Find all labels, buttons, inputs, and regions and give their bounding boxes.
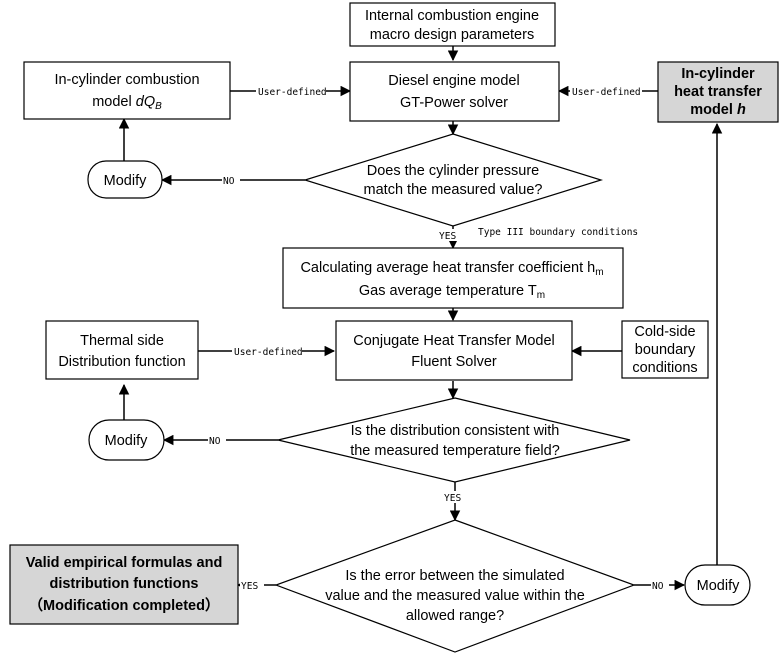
connectors xyxy=(118,46,723,591)
heat-transfer-model-line3: model h xyxy=(690,102,746,118)
node-avg-heat: Calculating average heat transfer coeffi… xyxy=(282,247,624,309)
label-no-1: NO xyxy=(223,176,235,187)
combustion-model-line1: In-cylinder combustion xyxy=(54,72,199,88)
cold-side-line1: Cold-side xyxy=(634,324,695,340)
error-decision-line2: value and the measured value within the xyxy=(325,588,585,604)
label-no-3: NO xyxy=(652,581,664,592)
valid-formulas-line2: distribution functions xyxy=(49,576,198,592)
node-error-decision: Is the error between the simulated value… xyxy=(274,519,636,653)
node-modify-1: Modify xyxy=(87,160,163,199)
modify-3-label: Modify xyxy=(697,578,740,594)
node-macro-params: Internal combustion engine macro design … xyxy=(349,2,556,47)
pressure-decision-line2: match the measured value? xyxy=(364,182,543,198)
distribution-decision-line1: Is the distribution consistent with xyxy=(351,423,560,439)
conjugate-line2: Fluent Solver xyxy=(411,354,497,370)
label-user-defined-right: User-defined xyxy=(572,87,641,98)
error-decision-line3: allowed range? xyxy=(406,608,504,624)
combustion-model-line2: model dQB xyxy=(92,94,162,112)
diesel-model-line1: Diesel engine model xyxy=(388,73,519,89)
avg-heat-line2: Gas average temperature Tm xyxy=(359,283,545,301)
node-heat-transfer-model: In-cylinder heat transfer model h xyxy=(657,61,779,123)
thermal-side-line2: Distribution function xyxy=(58,354,185,370)
label-user-defined-left: User-defined xyxy=(258,87,327,98)
node-modify-3: Modify xyxy=(684,564,751,606)
pressure-decision-line1: Does the cylinder pressure xyxy=(367,163,539,179)
modify-2-label: Modify xyxy=(105,433,148,449)
node-distribution-decision: Is the distribution consistent with the … xyxy=(277,397,631,483)
node-cold-side: Cold-side boundary conditions xyxy=(621,320,709,379)
error-decision-line1: Is the error between the simulated xyxy=(345,568,564,584)
distribution-decision-line2: the measured temperature field? xyxy=(350,443,560,459)
label-no-2: NO xyxy=(209,436,221,447)
label-user-defined-thermal: User-defined xyxy=(234,347,303,358)
label-yes-1: YES xyxy=(439,231,456,242)
avg-heat-line1: Calculating average heat transfer coeffi… xyxy=(300,260,603,278)
modify-1-label: Modify xyxy=(104,173,147,189)
node-pressure-decision: Does the cylinder pressure match the mea… xyxy=(302,133,604,227)
node-modify-2: Modify xyxy=(88,419,165,461)
node-thermal-side: Thermal side Distribution function xyxy=(45,320,199,380)
diesel-model-line2: GT-Power solver xyxy=(400,95,508,111)
label-yes-3: YES xyxy=(241,581,258,592)
label-yes-2: YES xyxy=(444,493,461,504)
conjugate-line1: Conjugate Heat Transfer Model xyxy=(353,333,555,349)
heat-transfer-model-line2: heat transfer xyxy=(674,84,762,100)
node-valid-formulas: Valid empirical formulas and distributio… xyxy=(9,544,239,625)
node-diesel-model: Diesel engine model GT-Power solver xyxy=(349,61,560,122)
valid-formulas-line1: Valid empirical formulas and xyxy=(26,555,223,571)
label-boundary-type: Type III boundary conditions xyxy=(478,227,638,238)
edge-labels: User-defined User-defined NO YES Type II… xyxy=(208,85,669,592)
macro-params-line1: Internal combustion engine xyxy=(365,8,539,24)
cold-side-line2: boundary xyxy=(635,342,696,358)
node-combustion-model: In-cylinder combustion model dQB xyxy=(23,61,231,120)
valid-formulas-line3: （Modification completed） xyxy=(29,596,220,614)
node-conjugate: Conjugate Heat Transfer Model Fluent Sol… xyxy=(335,320,573,381)
thermal-side-line1: Thermal side xyxy=(80,333,164,349)
heat-transfer-model-line1: In-cylinder xyxy=(681,66,755,82)
macro-params-line2: macro design parameters xyxy=(370,27,534,43)
cold-side-line3: conditions xyxy=(632,360,697,376)
